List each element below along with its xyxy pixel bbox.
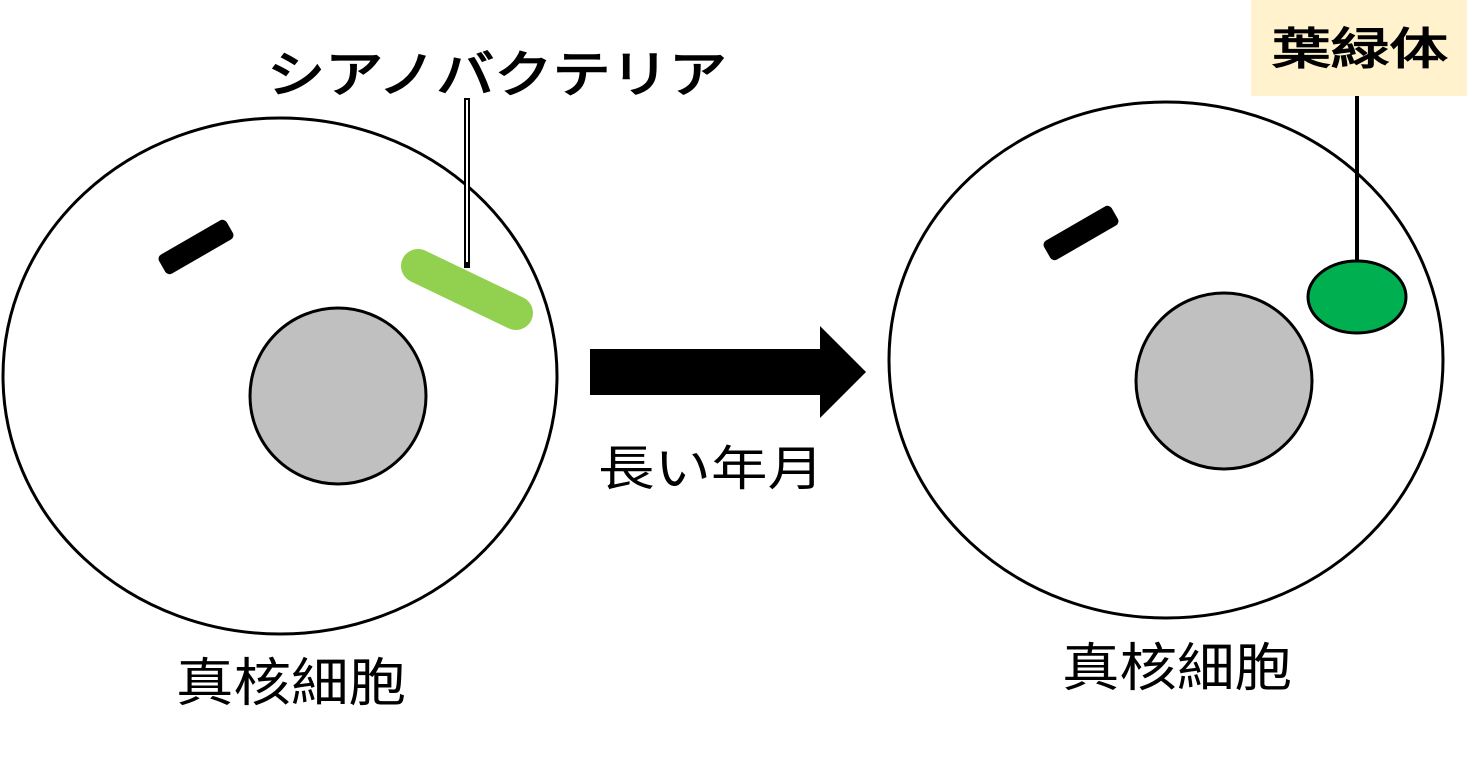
left-nucleus [248,306,428,486]
left-organelle-rod [158,219,234,275]
right-cell-label: 真核細胞 [1062,639,1292,699]
right-organelle-rod [1043,205,1119,261]
cyanobacteria-label: シアノバクテリア [267,46,727,104]
right-arrow-icon [590,326,866,418]
left-cell: シアノバクテリア 真核細胞 [1,46,727,714]
chloroplast-label: 葉緑体 [1271,24,1448,75]
time-passage-label: 長い年月 [598,441,824,497]
left-cell-label: 真核細胞 [176,654,406,714]
right-nucleus [1134,291,1314,471]
chloroplast [1306,259,1408,335]
chloroplast-label-background [1251,0,1467,96]
right-cell: 葉緑体 真核細胞 [887,0,1467,699]
cyanobacteria [401,249,533,330]
